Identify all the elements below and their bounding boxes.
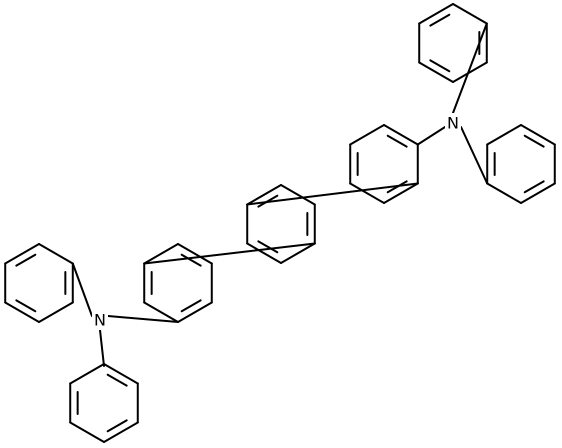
link-bond-bc: [246, 182, 419, 206]
ring-phenyl-right-lower-bond-3: [486, 182, 522, 204]
ring-inner-left-bond-5: [143, 243, 179, 265]
n-right-to-upper-phenyl: [452, 22, 488, 114]
nitrogen-atom-right: N: [445, 113, 461, 133]
ring-inner-right-bond-2: [383, 182, 419, 204]
ring-phenyl-left-lower-bond-5: [69, 363, 105, 385]
nitrogen-label-right: N: [447, 114, 459, 133]
ring-center-double-3: [257, 240, 279, 254]
ring-phenyl-left-lower-bond-3: [69, 421, 105, 443]
ring-phenyl-left-lower-bond-0: [103, 363, 139, 385]
nitrogen-label-left: N: [94, 311, 106, 330]
ring-center-bond-2: [280, 242, 316, 264]
ring-phenyl-right-lower-bond-5: [486, 124, 522, 146]
ring-inner-right-bond-5: [349, 124, 385, 146]
ring-phenyl-right-upper-double-5: [429, 13, 451, 27]
ring-inner-right-bond-3: [349, 182, 385, 204]
ring-phenyl-left-upper-bond-0: [38, 243, 74, 265]
ring-inner-left-double-2: [180, 299, 202, 313]
n-left-to-upper-phenyl: [71, 262, 93, 317]
ring-phenyl-right-upper-bond-2: [452, 61, 488, 83]
ring-inner-right-bond-0: [383, 124, 419, 146]
ring-phenyl-left-upper-double-5: [15, 253, 37, 267]
n-left-to-lower-phenyl: [99, 329, 105, 367]
n-right-to-ring: [416, 126, 446, 146]
ring-center-bond-0: [280, 184, 316, 206]
n-left-to-ring: [107, 315, 179, 323]
nitrogen-atom-left: N: [92, 310, 108, 330]
n-right-to-lower-phenyl: [460, 126, 489, 185]
link-bond-ab: [143, 242, 316, 265]
ring-phenyl-left-upper-bond-5: [4, 243, 40, 265]
ring-center-bond-5: [246, 184, 282, 206]
ring-phenyl-right-lower-double-0: [523, 134, 545, 148]
ring-phenyl-left-upper-bond-2: [38, 301, 74, 323]
ring-inner-left-double-0: [180, 253, 202, 267]
ring-inner-right-double-0: [386, 134, 408, 148]
ring-phenyl-left-upper-double-3: [15, 299, 37, 313]
ring-inner-left-bond-3: [143, 301, 179, 323]
atom-layer: N N: [92, 113, 461, 330]
bond-layer: [4, 3, 556, 443]
ring-phenyl-right-upper-bond-5: [418, 3, 454, 25]
ring-phenyl-left-upper-bond-3: [4, 301, 40, 323]
ring-phenyl-right-lower-bond-0: [520, 124, 556, 146]
ring-phenyl-right-upper-bond-0: [452, 3, 488, 25]
ring-phenyl-left-lower-double-2: [106, 419, 128, 433]
ring-phenyl-right-upper-bond-3: [418, 61, 454, 83]
ring-phenyl-left-lower-double-0: [106, 373, 128, 387]
ring-inner-left-bond-2: [177, 301, 213, 323]
ring-center-bond-3: [246, 242, 282, 264]
ring-inner-left-bond-0: [177, 243, 213, 265]
ring-phenyl-right-upper-double-3: [429, 59, 451, 73]
ring-phenyl-right-lower-double-2: [523, 180, 545, 194]
ring-phenyl-right-lower-bond-2: [520, 182, 556, 204]
ring-phenyl-left-lower-bond-2: [103, 421, 139, 443]
